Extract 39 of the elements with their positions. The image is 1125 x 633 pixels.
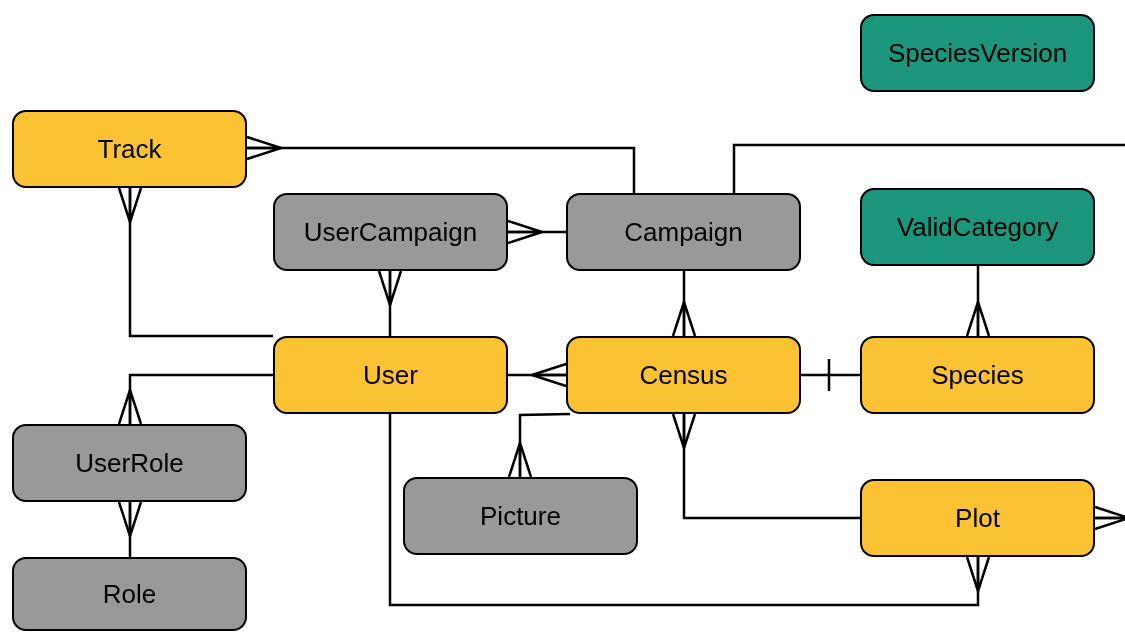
entity-box	[860, 188, 1095, 266]
relationship-line	[671, 412, 860, 520]
entity-box	[860, 336, 1095, 414]
relationship-line	[507, 412, 571, 479]
entity-name: Track	[97, 132, 162, 166]
entity-box	[12, 110, 247, 188]
entity-name: ValidCategory	[896, 210, 1059, 244]
entity-name: Census	[639, 358, 728, 392]
relationship-line	[117, 186, 273, 338]
entity-box	[12, 424, 247, 502]
relationship-line	[508, 362, 568, 388]
entity-name: Role	[102, 577, 157, 611]
relationship-line	[506, 219, 566, 245]
relationship-line	[388, 414, 991, 607]
entity-name: User	[363, 358, 418, 392]
relationship-line	[1093, 505, 1125, 531]
entity-name: SpeciesVersion	[887, 36, 1068, 70]
relationship-line	[732, 143, 1125, 193]
entity-name: Plot	[955, 501, 1000, 535]
entity-box	[566, 336, 801, 414]
relationship-line	[671, 271, 697, 338]
entity-name: Species	[931, 358, 1024, 392]
entity-name: UserRole	[75, 446, 184, 480]
entity-box	[273, 193, 508, 271]
relationship-line	[117, 373, 273, 426]
relationship-line	[245, 135, 636, 193]
relationship-line	[117, 500, 143, 557]
entity-name: UserCampaign	[303, 215, 478, 249]
relationship-line	[965, 266, 991, 338]
relationship-line	[801, 357, 860, 393]
entity-box	[273, 336, 508, 414]
entity-box	[12, 557, 247, 631]
entity-name: Picture	[480, 499, 561, 533]
entity-box	[566, 193, 801, 271]
entity-box	[860, 479, 1095, 557]
relationship-line	[377, 269, 403, 336]
entity-name: Campaign	[624, 215, 743, 249]
entity-box	[860, 14, 1095, 92]
entity-box	[403, 477, 638, 555]
